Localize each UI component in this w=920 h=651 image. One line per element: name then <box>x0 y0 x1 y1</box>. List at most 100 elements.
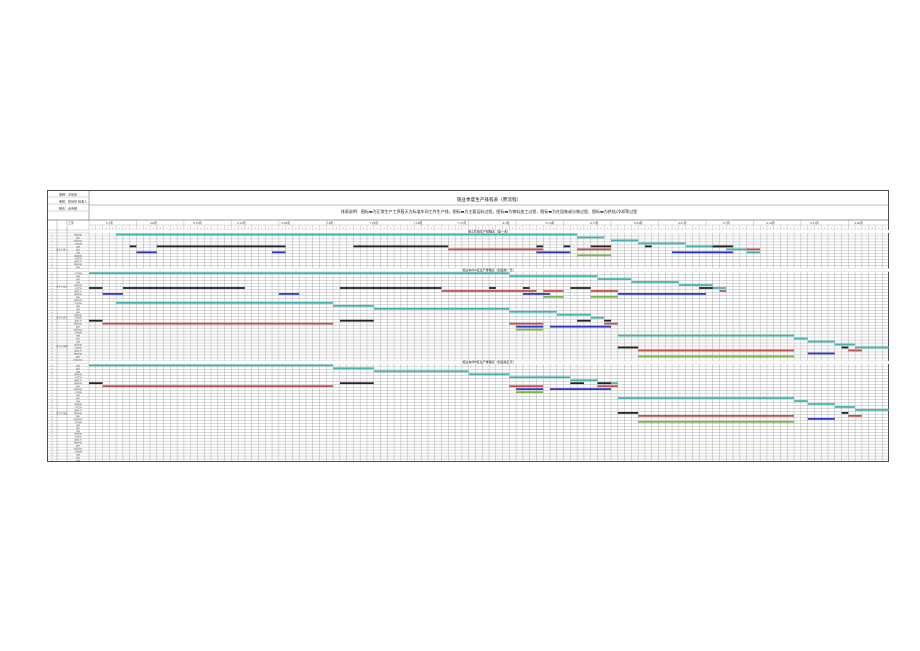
day-number: 3 <box>200 228 202 230</box>
date-label: 7.27周 <box>458 221 467 225</box>
day-number: 5 <box>878 228 880 230</box>
task-label: 入库登记 <box>74 405 82 409</box>
day-number: 3 <box>248 228 250 230</box>
black-schedule-bar <box>570 382 584 385</box>
day-number: 2 <box>99 228 101 230</box>
teal-schedule-bar <box>678 284 713 286</box>
red-schedule-bar <box>848 349 862 352</box>
black-schedule-bar <box>617 346 639 349</box>
date-label: 6.8周 <box>150 221 157 225</box>
teal-schedule-bar <box>807 340 835 343</box>
black-schedule-bar <box>89 287 103 289</box>
section-title: 施工阶段生产排程表（第一天） <box>468 228 510 233</box>
day-number: 1 <box>424 228 425 230</box>
date-label: 6.29周 <box>281 221 290 225</box>
red-schedule-bar <box>590 290 618 292</box>
blue-schedule-bar <box>672 251 734 254</box>
date-label: 6.15周 <box>193 221 202 225</box>
day-number: 5 <box>831 228 833 230</box>
task-label: 成品检验 <box>74 432 82 436</box>
blue-schedule-bar <box>516 325 544 328</box>
row-number: 26 <box>51 306 53 308</box>
day-number: 3 <box>390 228 392 230</box>
green-schedule-bar <box>543 296 564 298</box>
day-number: 2 <box>526 228 528 230</box>
day-number: 4 <box>207 228 209 230</box>
date-label: 8.24周 <box>634 221 643 225</box>
day-number: 1 <box>519 228 520 230</box>
teal-schedule-bar <box>373 370 469 373</box>
blue-schedule-bar <box>807 352 835 355</box>
blue-schedule-bar <box>136 251 157 254</box>
red-schedule-bar <box>509 322 544 325</box>
day-number: 3 <box>722 228 724 230</box>
row-number: 66 <box>51 425 53 427</box>
task-label: 调试 <box>76 277 80 281</box>
red-schedule-bar <box>604 322 618 325</box>
day-number: 7 <box>132 228 134 230</box>
teal-schedule-bar <box>746 251 761 254</box>
date-label: 8.3周 <box>503 221 510 225</box>
row-number: 55 <box>51 392 53 394</box>
day-number: 2 <box>858 228 860 230</box>
day-number: 6 <box>790 228 792 230</box>
row-number: 50 <box>51 377 53 379</box>
red-schedule-bar <box>719 290 727 292</box>
black-schedule-bar <box>489 287 496 289</box>
teal-schedule-bar <box>333 304 374 307</box>
day-number: 1 <box>234 228 235 230</box>
task-label: 准备工作 <box>74 259 82 263</box>
day-number: 7 <box>749 228 751 230</box>
task-label: 准备工作 <box>74 378 82 382</box>
task-label: 入库登记 <box>74 256 82 260</box>
task-label: 工序流转 <box>74 420 82 424</box>
teal-schedule-bar <box>509 310 557 313</box>
task-label: 组装 <box>76 304 80 308</box>
blue-schedule-bar <box>272 251 286 254</box>
task-label: 成品检验 <box>74 253 82 257</box>
row-number: 69 <box>51 434 53 436</box>
day-number: 4 <box>634 228 636 230</box>
day-number: 2 <box>573 228 575 230</box>
day-number: 4 <box>539 228 541 230</box>
task-label: 成品检验 <box>74 283 82 287</box>
day-number: 7 <box>180 228 182 230</box>
task-label: 配料 <box>76 354 80 358</box>
row-number: 16 <box>51 276 53 278</box>
day-number: 4 <box>682 228 684 230</box>
task-label: 工序流转 <box>74 241 82 245</box>
task-label: 物料检验 <box>74 441 82 445</box>
day-number: 2 <box>193 228 195 230</box>
day-number: 3 <box>770 228 772 230</box>
black-schedule-bar <box>712 245 734 248</box>
day-number: 5 <box>309 228 311 230</box>
day-number: 6 <box>268 228 270 230</box>
date-label: 8.17周 <box>590 221 599 225</box>
day-number: 2 <box>431 228 433 230</box>
section-title: 施业车间B区生产排程表（加班版五天） <box>462 359 515 364</box>
row-number: 51 <box>51 380 53 382</box>
task-label: 包装 <box>76 280 80 284</box>
day-number: 7 <box>655 228 657 230</box>
red-schedule-bar <box>102 322 334 325</box>
day-number: 1 <box>471 228 472 230</box>
task-label: 配料 <box>76 325 80 329</box>
red-schedule-bar <box>746 248 761 251</box>
row-number: 11 <box>51 261 53 263</box>
day-number: 3 <box>627 228 629 230</box>
day-number: 3 <box>438 228 440 230</box>
black-schedule-bar <box>339 287 442 289</box>
day-number: 7 <box>512 228 514 230</box>
black-schedule-bar <box>570 287 591 289</box>
teal-schedule-bar <box>794 337 808 340</box>
task-label: 包装 <box>76 399 80 403</box>
green-schedule-bar <box>590 296 618 298</box>
day-number: 3 <box>675 228 677 230</box>
row-number: 56 <box>51 395 53 397</box>
day-number: 1 <box>92 228 93 230</box>
task-label: 成品检验 <box>74 402 82 406</box>
sheet-border <box>47 190 889 462</box>
row-number: 53 <box>51 386 53 388</box>
task-label: 调试 <box>76 426 80 430</box>
task-label: 物料检验 <box>74 351 82 355</box>
